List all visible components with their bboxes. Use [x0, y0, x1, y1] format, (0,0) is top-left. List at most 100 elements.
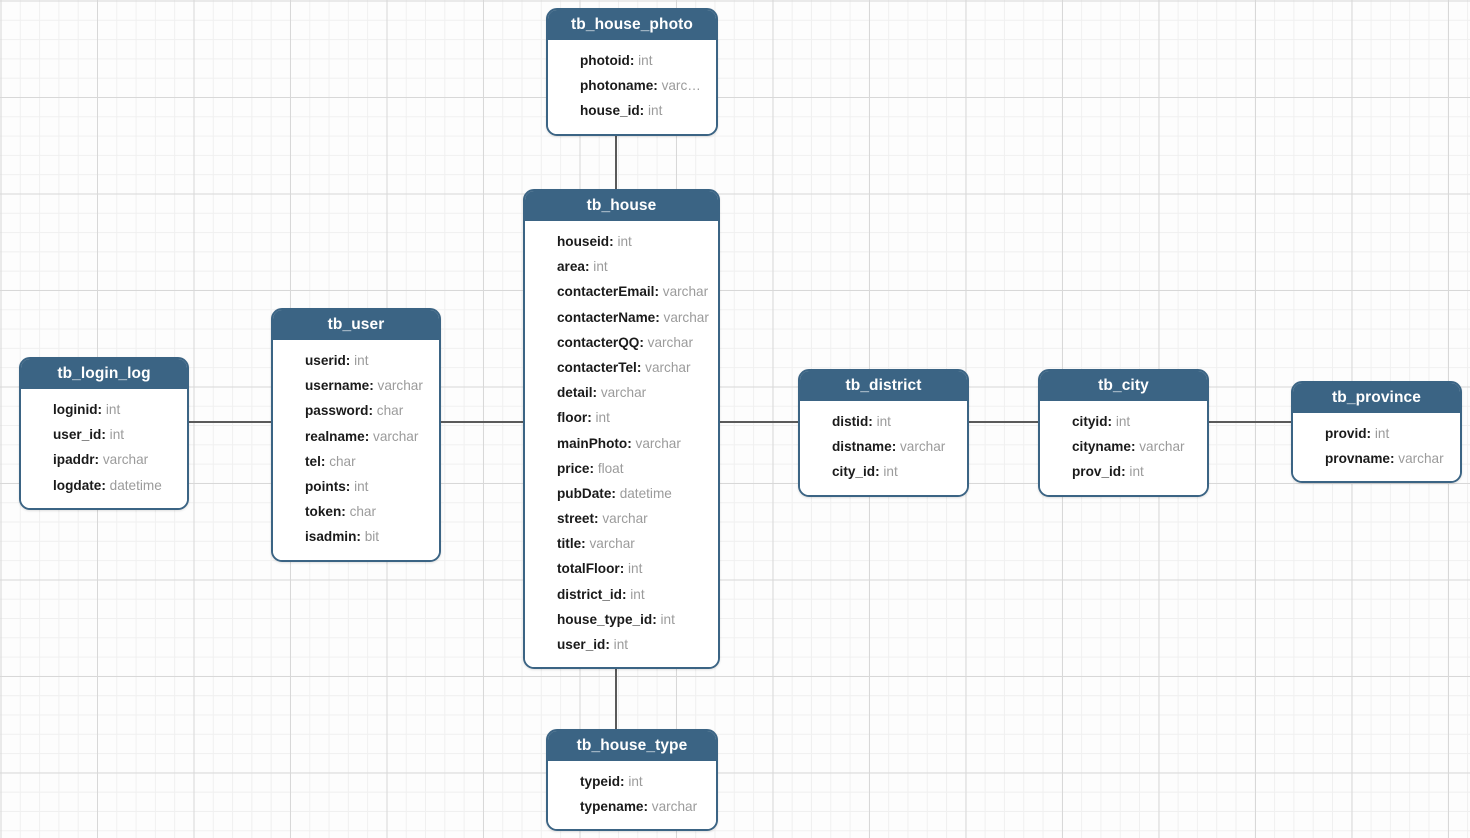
field-type: int — [876, 414, 891, 429]
field-row: contacterQQ: varchar — [525, 330, 718, 355]
field-separator: : — [356, 529, 365, 545]
field-name: city_id — [832, 464, 876, 480]
field-name: street — [557, 511, 595, 527]
field-type: int — [628, 561, 643, 577]
table-title-tb_district: tb_district — [800, 371, 967, 401]
field-row: contacterName: varchar — [525, 305, 718, 330]
edge-house-to-district — [720, 421, 799, 423]
field-separator: : — [609, 234, 618, 249]
field-separator: : — [101, 477, 110, 493]
field-name: ipaddr — [53, 452, 95, 468]
field-separator: : — [891, 439, 900, 455]
field-name: contacterName — [557, 309, 656, 325]
field-type: varchar — [602, 511, 648, 527]
field-type: int — [595, 410, 610, 426]
field-name: loginid — [53, 402, 98, 417]
field-name: contacterEmail — [557, 284, 655, 300]
field-name: house_id — [580, 103, 640, 119]
field-row: contacterTel: varchar — [525, 355, 718, 380]
field-row: contacterEmail: varchar — [525, 279, 718, 304]
edge-login-log-to-user — [189, 421, 272, 423]
field-row: typename: varchar — [548, 794, 716, 819]
field-row: provid: int — [1293, 421, 1460, 446]
edge-user-to-house — [441, 421, 524, 423]
field-separator: : — [345, 478, 355, 494]
field-row: city_id: int — [800, 459, 967, 484]
field-name: realname — [305, 428, 365, 444]
field-row: area: int — [525, 254, 718, 279]
field-row: password: char — [273, 398, 439, 423]
field-separator: : — [653, 78, 662, 94]
field-row: token: char — [273, 499, 439, 524]
field-separator: : — [1121, 464, 1130, 480]
field-separator: : — [627, 435, 636, 451]
field-row: ipaddr: varchar — [21, 447, 187, 472]
field-separator: : — [584, 259, 594, 275]
field-name: username — [305, 378, 370, 394]
field-type: int — [630, 586, 645, 602]
field-name: detail — [557, 385, 593, 401]
field-row: cityid: int — [1040, 409, 1207, 434]
table-title-tb_province: tb_province — [1293, 383, 1460, 413]
field-name: distid — [832, 414, 869, 429]
field-separator: : — [868, 414, 877, 429]
field-name: photoname — [580, 78, 654, 94]
field-separator: : — [652, 611, 661, 627]
edge-district-to-city — [968, 421, 1039, 423]
field-type: varchar — [647, 334, 693, 350]
field-name: mainPhoto — [557, 435, 628, 451]
field-name: pubDate — [557, 485, 612, 501]
field-separator: : — [654, 284, 663, 300]
field-type: char — [329, 453, 356, 469]
field-separator: : — [605, 637, 614, 652]
field-separator: : — [589, 460, 598, 476]
table-title-tb_city: tb_city — [1040, 371, 1207, 401]
field-type: varchar — [645, 359, 691, 375]
field-separator: : — [643, 799, 652, 815]
field-type: varchar — [1398, 451, 1444, 467]
field-type: varchar — [635, 435, 681, 451]
field-type: char — [376, 403, 404, 419]
field-row: detail: varchar — [525, 380, 718, 405]
field-name: photoid — [580, 53, 630, 68]
field-separator: : — [320, 453, 330, 469]
field-type: varchar — [662, 284, 709, 300]
field-row: mainPhoto: varchar — [525, 431, 718, 456]
field-separator: : — [101, 427, 110, 443]
field-type: varchar — [600, 385, 647, 401]
field-type: int — [638, 53, 653, 68]
edge-house-to-house-type — [615, 665, 617, 730]
field-type: int — [109, 427, 125, 443]
field-separator: : — [629, 53, 639, 68]
field-row: house_type_id: int — [525, 607, 718, 632]
field-name: price — [557, 460, 590, 476]
field-row: loginid: int — [21, 397, 187, 422]
field-row: houseid: int — [525, 229, 718, 254]
field-separator: : — [369, 378, 378, 394]
field-type: int — [628, 774, 643, 789]
field-separator: : — [875, 464, 884, 480]
field-type: int — [1374, 426, 1390, 441]
field-separator: : — [368, 403, 377, 419]
field-row: photoname: varc… — [548, 73, 716, 98]
field-name: typeid — [580, 774, 621, 789]
field-separator: : — [341, 504, 350, 520]
field-name: house_type_id — [557, 611, 653, 627]
field-name: user_id — [557, 637, 606, 652]
table-title-tb_house_type: tb_house_type — [548, 731, 716, 761]
field-type: int — [617, 234, 632, 249]
field-row: price: float — [525, 456, 718, 481]
field-row: provname: varchar — [1293, 446, 1460, 471]
field-type: varchar — [651, 799, 698, 815]
